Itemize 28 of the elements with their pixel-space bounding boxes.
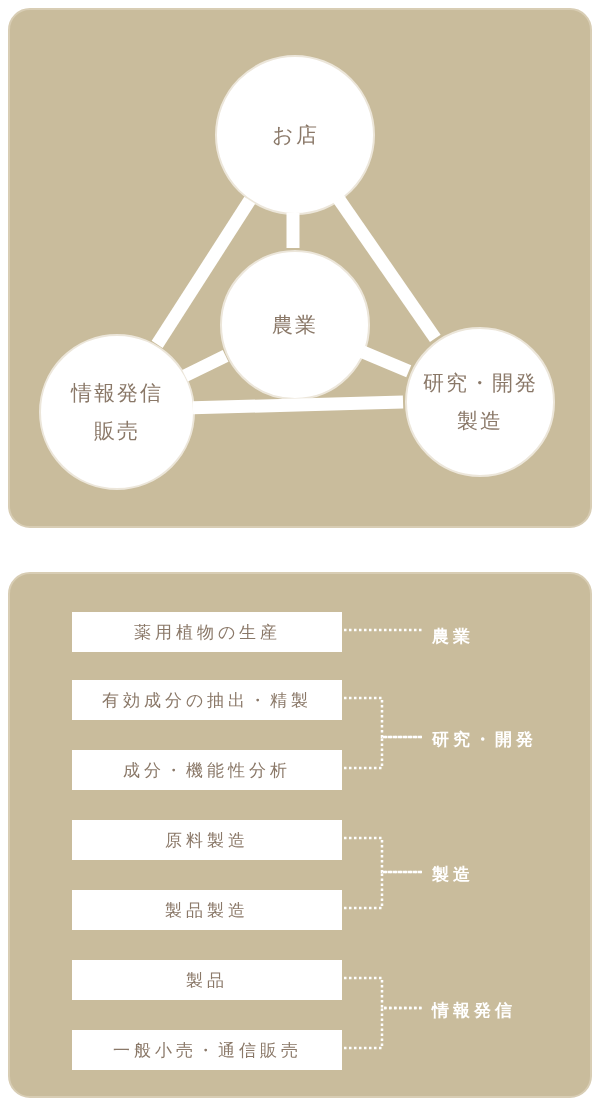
text-box: 一般小売・通信販売: [72, 1030, 342, 1070]
category-label: 研究・開発: [432, 725, 537, 753]
circle-node: 研究・開発製造: [405, 327, 555, 477]
text-box: 原料製造: [72, 820, 342, 860]
circle-node: 農業: [220, 250, 370, 400]
connector-bar: [182, 350, 229, 382]
panel-background: [8, 572, 592, 1098]
category-label: 農業: [432, 622, 474, 650]
text-box: 成分・機能性分析: [72, 750, 342, 790]
dotted-connector: [344, 836, 422, 874]
dotted-connector: [344, 870, 422, 910]
category-label: 情報発信: [432, 996, 516, 1024]
category-label: 製造: [432, 860, 474, 888]
connector-bar: [192, 395, 404, 415]
circle-node: 情報発信販売: [39, 334, 195, 490]
dotted-connector: [344, 735, 422, 770]
connector-bar: [286, 213, 300, 248]
circle-node: お店: [215, 55, 375, 215]
dotted-connector: [344, 1006, 422, 1050]
panel-background: [8, 8, 592, 528]
dotted-connector: [344, 628, 422, 632]
text-box: 製品: [72, 960, 342, 1000]
text-box: 有効成分の抽出・精製: [72, 680, 342, 720]
text-box: 製品製造: [72, 890, 342, 930]
connector-bar: [333, 195, 441, 343]
text-box: 薬用植物の生産: [72, 612, 342, 652]
connector-bar: [151, 196, 256, 348]
dotted-connector: [344, 696, 422, 739]
